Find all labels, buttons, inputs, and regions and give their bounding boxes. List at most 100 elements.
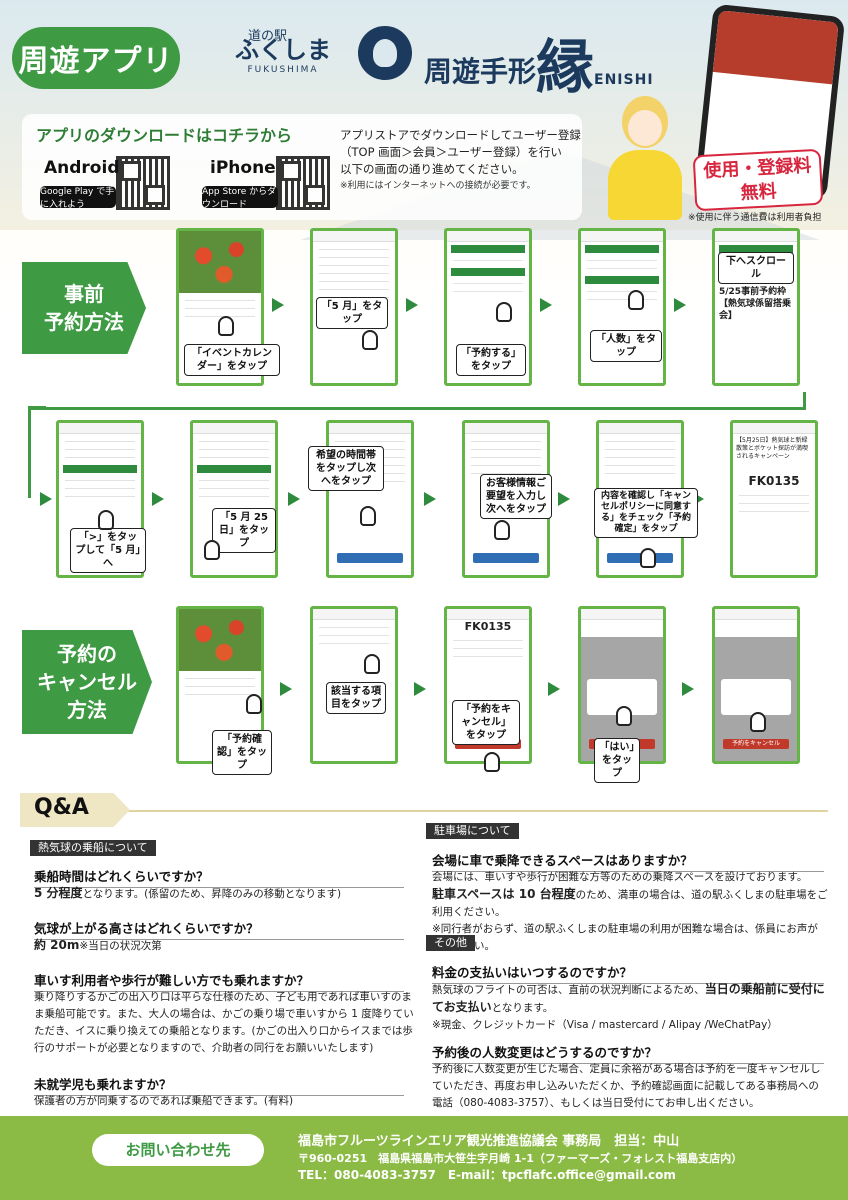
- flow-arrow-icon: [288, 492, 300, 506]
- step-caption-5: 下へスクロール: [718, 252, 794, 284]
- flow-arrow-icon: [548, 682, 560, 696]
- tap-hand-icon: [640, 548, 656, 568]
- tap-hand-icon: [364, 654, 380, 674]
- event-title: 5/25事前予約枠【熱気球係留搭乗会】: [719, 287, 792, 321]
- qa-question: 予約後の人数変更はどうするのですか？: [432, 1042, 824, 1064]
- contact-label: お問い合わせ先: [92, 1134, 264, 1166]
- screen-people: [578, 228, 666, 386]
- flow-arrow-icon: [40, 492, 52, 506]
- app-badge: 周遊アプリ: [12, 27, 180, 89]
- cancel-caption-4: 「はい」をタップ: [594, 738, 640, 783]
- footer-address: 〒960-0251 福島県福島市大笹生字月崎 1-1（ファーマーズ・フォレスト福…: [298, 1152, 743, 1165]
- flow-arrow-icon: [406, 298, 418, 312]
- step-caption-2: 「5 月」をタップ: [316, 297, 388, 329]
- registration-text: アプリストアでダウンロードしてユーザー登録 （TOP 画面＞会員＞ユーザー登録）…: [340, 127, 600, 195]
- tap-hand-icon: [484, 752, 500, 772]
- app-store-badge[interactable]: App Store からダウンロード: [202, 186, 278, 210]
- qa-answer: 予約後に人数変更が生じた場合、定員に余裕がある場合は予約を一度キャンセルしていた…: [432, 1063, 821, 1109]
- free-note: ※使用に伴う通信費は利用者負担: [688, 213, 822, 223]
- flow-arrow-icon: [414, 682, 426, 696]
- tegata-label: 周遊手形: [424, 55, 537, 88]
- qa-question: 気球が上がる高さはどれくらいですか？: [34, 918, 404, 940]
- tap-hand-icon: [628, 290, 644, 310]
- flow-arrow-icon: [674, 298, 686, 312]
- flow-connector: [28, 406, 46, 498]
- michinoeki-name: ふくしま: [235, 36, 331, 64]
- step-caption-10: 内容を確認し「キャンセルポリシーに同意する」をチェック「予約確定」をタップ: [594, 488, 698, 538]
- qa-question: 未就学児も乗れますか？: [34, 1074, 404, 1096]
- tap-hand-icon: [616, 706, 632, 726]
- tap-hand-icon: [362, 330, 378, 350]
- free-badge: 使用・登録料 無料: [692, 148, 824, 212]
- screen-complete: 【5月25日】熱気球と新緑散策とボケット探訪が満喫されるキャンペーン FK0135: [730, 420, 818, 578]
- tap-hand-icon: [246, 694, 262, 714]
- cancel-caption-1: 「予約確認」をタップ: [212, 730, 272, 775]
- cancel-caption-3: 「予約をキャンセル」をタップ: [452, 700, 520, 745]
- cancel-button: 予約をキャンセル: [723, 739, 789, 749]
- flow-arrow-icon: [558, 492, 570, 506]
- reserve-section-label: 事前予約方法: [22, 262, 146, 354]
- tap-hand-icon: [218, 316, 234, 336]
- balloon-category: 熱気球の乗船について: [30, 840, 156, 856]
- flow-arrow-icon: [280, 682, 292, 696]
- enishi-kanji: 縁: [536, 33, 595, 101]
- step-caption-3: 「予約する」をタップ: [456, 344, 526, 376]
- qa-question: 料金の支払いはいつするのですか？: [432, 962, 824, 984]
- tap-hand-icon: [360, 506, 376, 526]
- qa-divider: [20, 810, 828, 812]
- flow-arrow-icon: [272, 298, 284, 312]
- flow-arrow-icon: [682, 682, 694, 696]
- iphone-label: iPhone: [210, 158, 276, 178]
- michinoeki-top: 道の駅: [248, 29, 288, 44]
- instructions-line-1: アプリストアでダウンロードしてユーザー登録: [340, 128, 581, 142]
- qa-answer: 約 20m※当日の状況次第: [34, 938, 162, 952]
- step-caption-6: 「>」をタップして「5 月」へ: [70, 528, 146, 573]
- instructions-line-2: （TOP 画面＞会員＞ユーザー登録）を行い: [340, 145, 562, 159]
- parking-category: 駐車場について: [426, 823, 519, 839]
- reservation-code: FK0135: [748, 474, 800, 488]
- cancel-section-label: 予約のキャンセル方法: [22, 630, 152, 734]
- android-label: Android: [44, 158, 120, 178]
- cancel-label-3: 方法: [67, 698, 107, 722]
- download-title: アプリのダウンロードはコチラから: [36, 126, 293, 145]
- step-caption-4: 「人数」をタップ: [590, 330, 662, 362]
- tap-hand-icon: [496, 302, 512, 322]
- qa-answer: 5 分程度となります。(係留のため、昇降のみの移動となります): [34, 886, 342, 900]
- enishi-roman: ENISHI: [594, 72, 654, 88]
- qa-question: 車いす利用者や歩行が難しい方でも乗れますか？: [34, 970, 404, 992]
- qa-answer: 熱気球のフライトの可否は、直前の状況判断によるため、当日の乗船前に受付にてお支払…: [432, 982, 825, 1031]
- enishi-emblem-icon: [358, 26, 412, 80]
- step-caption-7: 「5 月 25 日」をタップ: [212, 508, 276, 553]
- michinoeki-roman: FUKUSHIMA: [247, 65, 319, 75]
- step-caption-8: 希望の時間帯をタップし次へをタップ: [308, 446, 384, 491]
- qa-answer: 保護者の方が同乗するのであれば乗船できます。(有料): [34, 1095, 294, 1107]
- tap-hand-icon: [494, 520, 510, 540]
- cancel-label-2: キャンセル: [37, 670, 137, 694]
- qa-answer: 乗り降りするかごの出入り口は平らな仕様のため、子ども用であれば車いすのまま乗船可…: [34, 991, 414, 1054]
- flow-arrow-icon: [152, 492, 164, 506]
- step-caption-9: お客様情報ご要望を入力し次へをタップ: [480, 474, 552, 519]
- qa-question: 会場に車で乗降できるスペースはありますか？: [432, 850, 824, 872]
- screen-home: [176, 228, 264, 386]
- enishi-logo: 周遊手形 縁 ENISHI: [424, 24, 654, 96]
- footer-contact[interactable]: TEL：080-4083-3757 E-mail：tpcflafc.office…: [298, 1168, 676, 1182]
- screen-cancel-complete: 予約をキャンセル: [712, 606, 800, 764]
- reserve-label-1: 事前: [64, 282, 104, 306]
- reserve-label-2: 予約方法: [44, 310, 124, 334]
- qa-title: Q&A: [20, 793, 130, 827]
- woman-illustration: [596, 96, 692, 220]
- qa-answer: 会場には、車いすや歩行が困難な方等のための乗降スペースを設けております。 駐車ス…: [432, 871, 828, 952]
- tap-hand-icon: [750, 712, 766, 732]
- flow-arrow-icon: [424, 492, 436, 506]
- flow-arrow-icon: [540, 298, 552, 312]
- event-detail: 【5月25日】熱気球と新緑散策とボケット探訪が満喫されるキャンペーン: [736, 437, 809, 460]
- other-category: その他: [426, 935, 475, 951]
- screen-timeslot: [326, 420, 414, 578]
- tap-hand-icon: [98, 510, 114, 530]
- qa-question: 乗船時間はどれくらいですか？: [34, 866, 404, 888]
- cancel-label-1: 予約の: [57, 642, 117, 666]
- iphone-qr-code[interactable]: [276, 156, 330, 210]
- cancel-caption-2: 該当する項目をタップ: [326, 682, 386, 714]
- android-qr-code[interactable]: [116, 156, 170, 210]
- google-play-badge[interactable]: Google Play で手に入れよう: [40, 186, 116, 210]
